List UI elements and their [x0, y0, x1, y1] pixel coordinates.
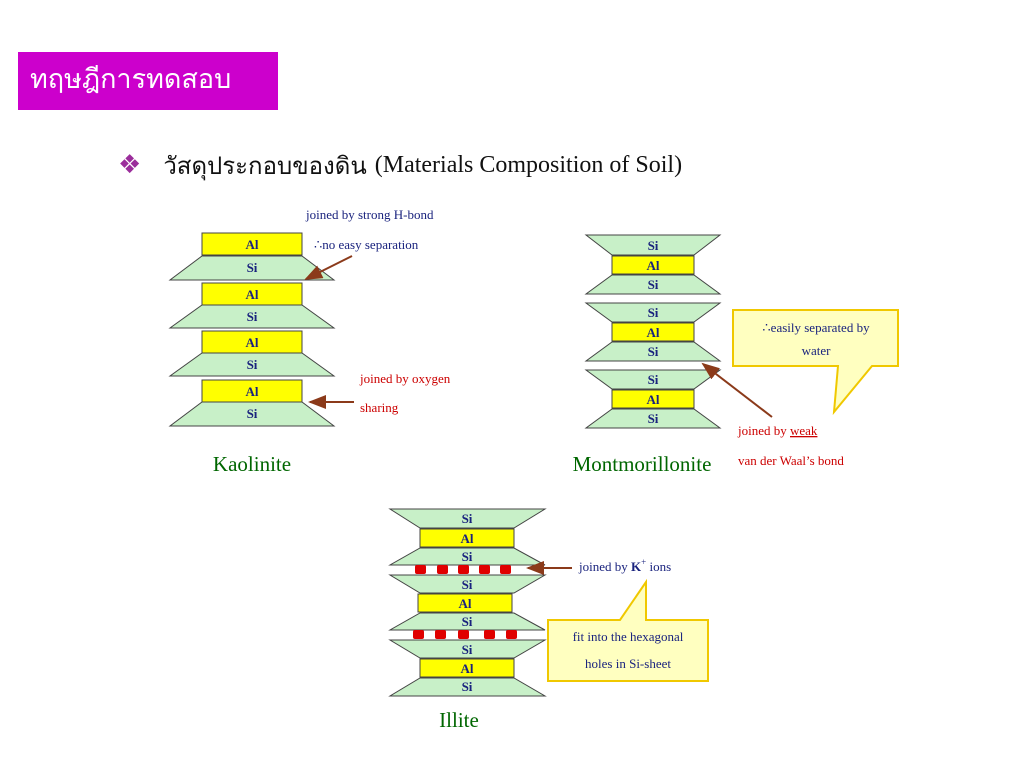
- montmorillonite-al-label: Al: [647, 325, 660, 340]
- slide-title: ทฤษฎีการทดสอบ: [18, 52, 278, 110]
- illite-si-label: Si: [462, 577, 473, 592]
- montmorillonite-note-1: joined by weak: [737, 423, 818, 438]
- kaolinite-hbond-arrow: [304, 255, 353, 280]
- montmorillonite-al-label: Al: [647, 392, 660, 407]
- k-ion: [437, 565, 448, 574]
- illite-al-label: Al: [461, 531, 474, 546]
- montmorillonite-si-label: Si: [648, 305, 659, 320]
- illite-al-label: Al: [461, 661, 474, 676]
- illite-si-label: Si: [462, 642, 473, 657]
- kaolinite-note-hbond-1: joined by strong H-bond: [305, 207, 434, 222]
- illite-al-label: Al: [459, 596, 472, 611]
- section-heading: ❖ วัสดุประกอบของดิน (Materials Compositi…: [118, 145, 682, 185]
- k-ion: [500, 565, 511, 574]
- heading-thai: วัสดุประกอบของดิน: [163, 151, 367, 180]
- kaolinite-stack: Al Si Al Si Al Si Al Si: [168, 232, 336, 427]
- illite-name: Illite: [439, 708, 479, 732]
- kaolinite-al-sheet: [201, 232, 303, 256]
- k-ion: [506, 630, 517, 639]
- montmorillonite-callout: [732, 309, 899, 416]
- kaolinite-si-sheet: [168, 304, 336, 329]
- illite-callout: [547, 578, 709, 682]
- montmorillonite-si-label: Si: [648, 411, 659, 426]
- k-ion: [435, 630, 446, 639]
- k-ion: [415, 565, 426, 574]
- montmorillonite-si-label: Si: [648, 344, 659, 359]
- illite-si-sheet: [388, 612, 546, 631]
- illite-al-sheet: [419, 528, 515, 548]
- kaolinite-note-oxygen-2: sharing: [360, 400, 399, 415]
- montmorillonite-al-sheet: [611, 255, 695, 275]
- montmorillonite-name: Montmorillonite: [573, 452, 712, 476]
- kaolinite-si-sheet: [168, 352, 336, 377]
- kaolinite-al-label: Al: [246, 335, 259, 350]
- kaolinite-al-label: Al: [246, 287, 259, 302]
- illite-callout-line2: holes in Si-sheet: [585, 656, 671, 671]
- montmorillonite-si-sheet: [584, 234, 722, 256]
- illite-si-label: Si: [462, 549, 473, 564]
- illite-k-note: joined by K+ ions: [578, 557, 671, 574]
- montmorillonite-si-sheet: [584, 302, 722, 323]
- montmorillonite-callout-line1: ∴easily separated by: [762, 320, 870, 335]
- kaolinite-note-hbond-2: ∴no easy separation: [314, 237, 419, 252]
- montmorillonite-al-sheet: [611, 322, 695, 342]
- k-ion: [413, 630, 424, 639]
- k-ion: [458, 630, 469, 639]
- kaolinite-name: Kaolinite: [213, 452, 291, 476]
- kaolinite-si-label: Si: [247, 260, 258, 275]
- montmorillonite-si-label: Si: [648, 277, 659, 292]
- heading-english: (Materials Composition of Soil): [374, 151, 683, 178]
- illite-si-sheet: [388, 547, 546, 566]
- illite-stack: Si Al Si Si Al Si Si Al Si: [388, 508, 547, 697]
- k-ion: [484, 630, 495, 639]
- montmorillonite-callout-line2: water: [802, 343, 832, 358]
- illite-callout-line1: fit into the hexagonal: [573, 629, 684, 644]
- montmorillonite-stack: Si Al Si Si Al Si Si Al Si: [584, 234, 722, 429]
- illite-si-label: Si: [462, 679, 473, 694]
- kaolinite-al-label: Al: [246, 237, 259, 252]
- illite-si-sheet: [388, 508, 547, 529]
- kaolinite-note-oxygen-1: joined by oxygen: [359, 371, 451, 386]
- illite-si-sheet: [388, 574, 547, 594]
- k-ion: [479, 565, 490, 574]
- montmorillonite-si-sheet: [584, 341, 722, 362]
- montmorillonite-si-sheet: [584, 369, 722, 390]
- montmorillonite-arrow: [701, 362, 773, 418]
- montmorillonite-si-sheet: [584, 274, 722, 295]
- k-ion: [458, 565, 469, 574]
- montmorillonite-al-label: Al: [647, 258, 660, 273]
- kaolinite-si-sheet: [168, 255, 336, 281]
- kaolinite-si-sheet: [168, 401, 336, 427]
- illite-al-sheet: [419, 658, 515, 678]
- illite-si-sheet: [388, 639, 547, 659]
- kaolinite-si-label: Si: [247, 357, 258, 372]
- montmorillonite-si-sheet: [584, 408, 722, 429]
- montmorillonite-si-label: Si: [648, 372, 659, 387]
- bullet-icon: ❖: [118, 150, 142, 180]
- montmorillonite-al-sheet: [611, 389, 695, 409]
- kaolinite-si-label: Si: [247, 309, 258, 324]
- montmorillonite-note-2: van der Waal’s bond: [738, 453, 844, 468]
- illite-si-label: Si: [462, 614, 473, 629]
- illite-si-sheet: [388, 677, 547, 697]
- montmorillonite-si-label: Si: [648, 238, 659, 253]
- kaolinite-al-label: Al: [246, 384, 259, 399]
- kaolinite-si-label: Si: [247, 406, 258, 421]
- illite-al-sheet: [417, 593, 513, 613]
- illite-si-label: Si: [462, 511, 473, 526]
